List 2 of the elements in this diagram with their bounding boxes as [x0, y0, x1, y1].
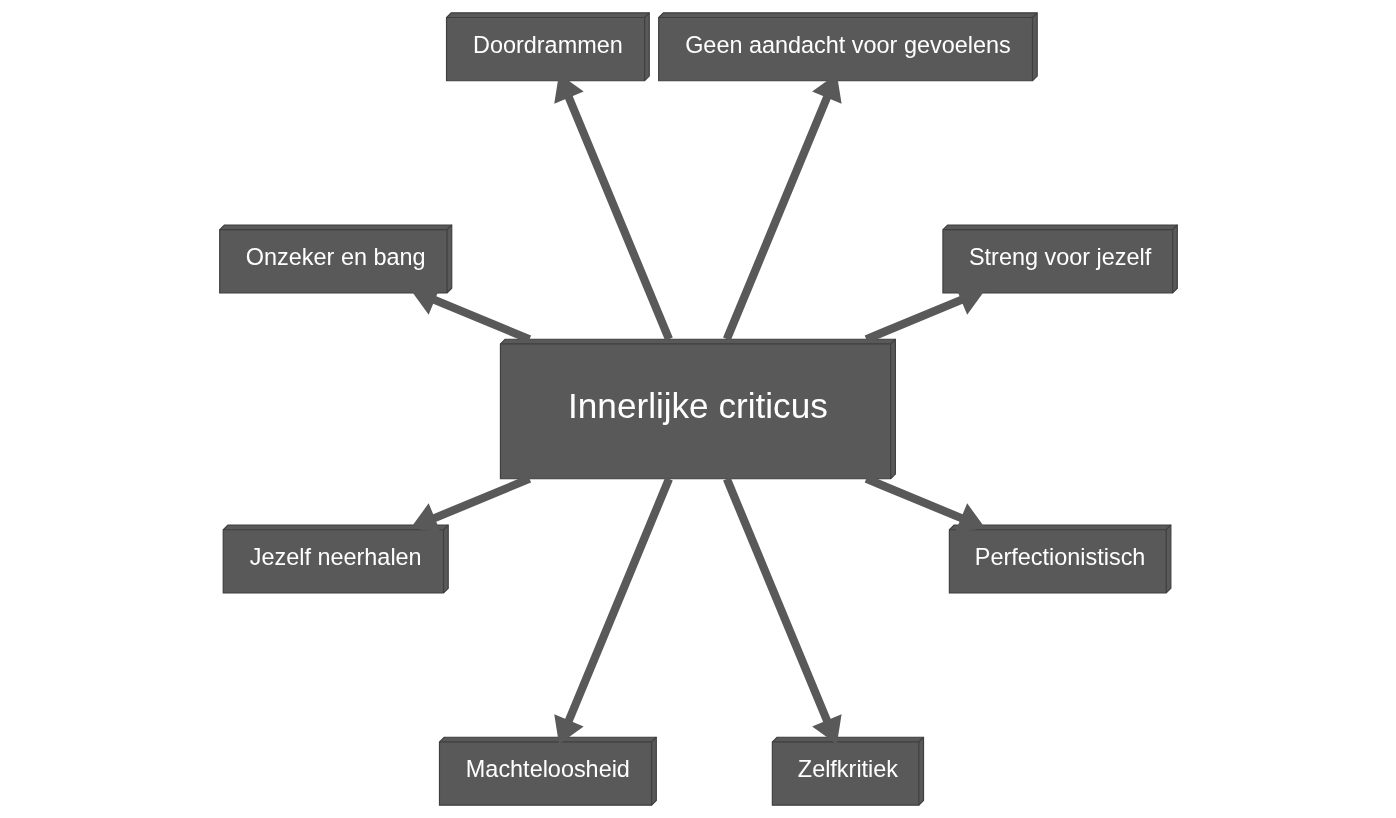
- arrow: [553, 477, 673, 745]
- arrow: [722, 477, 842, 745]
